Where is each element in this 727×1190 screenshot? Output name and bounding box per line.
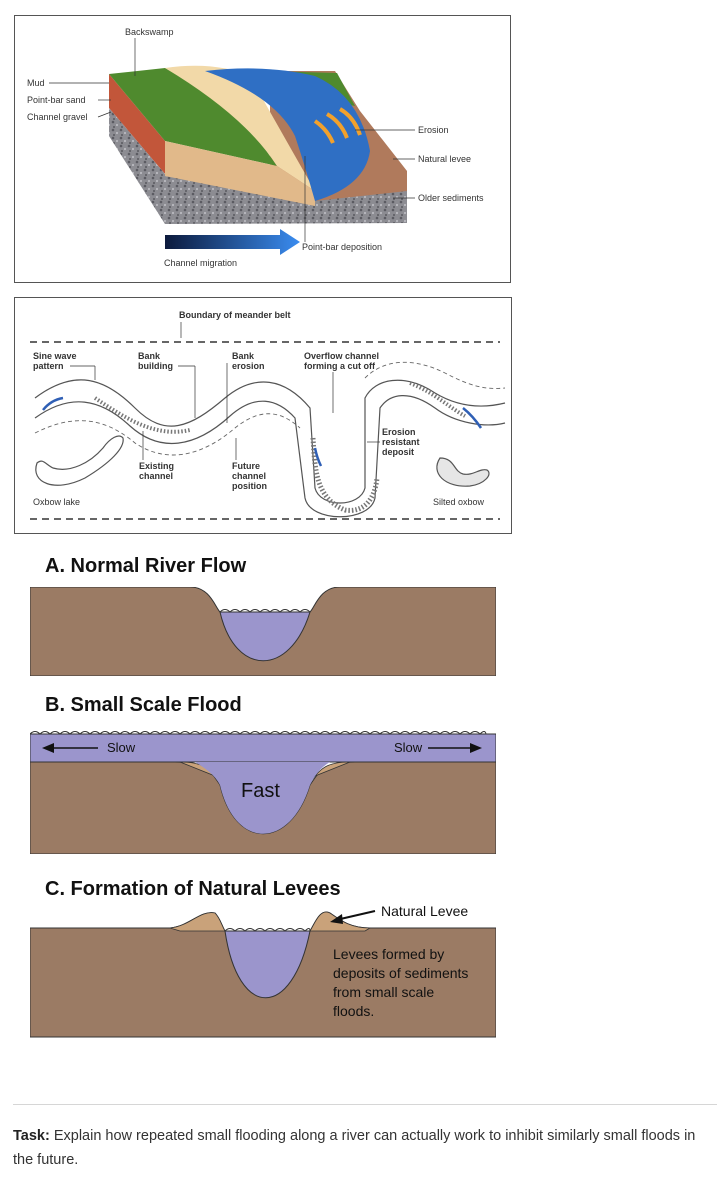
panel-c-water xyxy=(224,930,311,999)
panel-b-svg: Slow Slow Fast xyxy=(30,731,496,854)
task-label: Task: xyxy=(13,1128,50,1144)
flow-arrow-right xyxy=(462,407,483,429)
block-diagram-figure: Mud Point-bar sand Channel gravel Backsw… xyxy=(14,15,511,283)
erosion-resistant-label-2: resistant xyxy=(382,437,420,447)
erosion-arrow-2 xyxy=(325,112,349,139)
erosion-label: Erosion xyxy=(418,125,449,135)
river-channel xyxy=(205,68,370,201)
mud-layer xyxy=(109,74,165,174)
block-diagram-svg: Mud Point-bar sand Channel gravel Backsw… xyxy=(27,27,484,268)
future-channel-label-2: channel xyxy=(232,471,266,481)
future-channel-line xyxy=(34,413,301,456)
panel-c-title: C. Formation of Natural Levees xyxy=(45,878,341,900)
backswamp-grass xyxy=(109,68,277,166)
panel-a-title: A. Normal River Flow xyxy=(45,555,247,577)
channel-migration-arrow xyxy=(165,229,300,255)
levee-desc-line-2: deposits of sediments xyxy=(333,965,468,981)
oxbow-lake-shape xyxy=(35,435,124,486)
panel-c-levee-left xyxy=(169,912,226,932)
meander-belt-boundary-label: Boundary of meander belt xyxy=(179,310,291,320)
flow-arrow-cutoff xyxy=(313,447,323,467)
fast-label: Fast xyxy=(241,780,280,802)
point-bar-sand xyxy=(165,65,315,191)
task-prompt: Task: Explain how repeated small floodin… xyxy=(13,1124,713,1172)
backswamp-label: Backswamp xyxy=(125,27,174,37)
point-bar-sand-label: Point-bar sand xyxy=(27,95,86,105)
older-sediments-label: Older sediments xyxy=(418,193,484,203)
bank-erosion-label-2: erosion xyxy=(232,361,265,371)
channel-bank-lower xyxy=(34,395,506,518)
channel-gravel-label: Channel gravel xyxy=(27,112,88,122)
flow-arrow-left xyxy=(42,396,64,411)
panel-b-floodwater xyxy=(30,733,496,763)
panel-a-svg xyxy=(30,587,496,676)
bank-erosion-label-1: Bank xyxy=(232,351,255,361)
mud-label: Mud xyxy=(27,78,45,88)
bank-building-label-2: building xyxy=(138,361,173,371)
erosion-resistant-label-3: deposit xyxy=(382,447,414,457)
erosion-arrow-1 xyxy=(313,119,335,144)
panel-c-waves xyxy=(224,928,311,932)
panel-b-title: B. Small Scale Flood xyxy=(45,694,242,716)
future-channel-line-right xyxy=(364,361,506,389)
point-bar-deposit-left xyxy=(93,396,191,434)
slow-label-right: Slow xyxy=(394,740,423,755)
future-channel-label-3: position xyxy=(232,481,267,491)
erosion-resistant-deposit xyxy=(310,437,380,513)
panel-c-svg: Natural Levee Levees formed by deposits … xyxy=(30,903,496,1038)
natural-levee-label: Natural Levee xyxy=(381,903,468,919)
panel-a-water xyxy=(219,611,311,662)
existing-channel-label-1: Existing xyxy=(139,461,174,471)
natural-levee-pointer xyxy=(335,910,376,921)
panel-b-channel-water xyxy=(195,762,330,834)
bank-building-label-1: Bank xyxy=(138,351,161,361)
sine-wave-label-2: pattern xyxy=(33,361,64,371)
existing-channel-label-2: channel xyxy=(139,471,173,481)
silted-oxbow-shape xyxy=(436,457,490,487)
levee-desc-line-3: from small scale xyxy=(333,984,434,1000)
erosion-arrow-3 xyxy=(338,107,362,136)
channel-migration-label: Channel migration xyxy=(164,258,237,268)
oxbow-lake-label: Oxbow lake xyxy=(33,497,80,507)
section-divider xyxy=(13,1104,717,1105)
overflow-channel-label-2: forming a cut off xyxy=(304,361,376,371)
sine-wave-label-1: Sine wave xyxy=(33,351,77,361)
future-channel-label-1: Future xyxy=(232,461,260,471)
channel-bank-upper xyxy=(34,379,506,504)
overflow-channel-label-1: Overflow channel xyxy=(304,351,379,361)
meander-belt-figure: Boundary of meander belt Sine wave patte… xyxy=(14,297,512,534)
levee-desc-line-1: Levees formed by xyxy=(333,946,444,962)
point-bar-deposition-label: Point-bar deposition xyxy=(302,242,382,252)
panel-a-waves xyxy=(219,609,311,613)
task-text: Explain how repeated small flooding alon… xyxy=(13,1128,696,1168)
erosion-resistant-label-1: Erosion xyxy=(382,427,416,437)
point-bar-deposit-right xyxy=(409,381,466,418)
silted-oxbow-label: Silted oxbow xyxy=(433,497,485,507)
natural-levee-label: Natural levee xyxy=(418,154,471,164)
slow-label-left: Slow xyxy=(107,740,136,755)
panel-b-waves xyxy=(30,731,487,735)
channel-gravel-layer xyxy=(109,108,165,224)
meander-belt-svg: Boundary of meander belt Sine wave patte… xyxy=(30,310,506,520)
levee-desc-line-4: floods. xyxy=(333,1003,374,1019)
sand-front xyxy=(165,141,315,206)
